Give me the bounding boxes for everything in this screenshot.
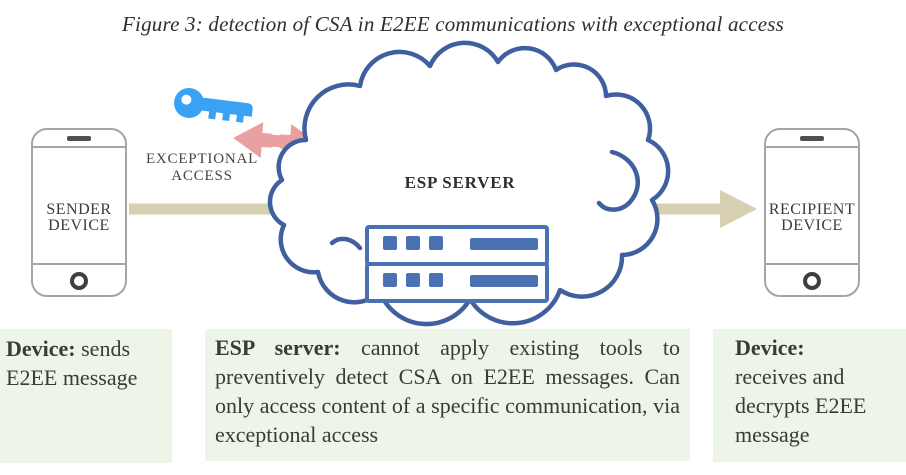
sender-caption-body: sends E2EE message [6,336,138,390]
server-rack-icon [365,225,549,303]
sender-caption: Device: sends E2EE message [0,329,172,463]
esp-caption: ESP server: cannot apply existing tools … [205,329,690,461]
phone-top-bezel [33,130,125,148]
key-icon [174,88,253,123]
home-button-icon [803,272,821,290]
recipient-device-phone-icon: RECIPIENT DEVICE [764,128,860,297]
recipient-caption-body: receives and decrypts E2EE message [735,364,867,447]
phone-top-bezel [766,130,858,148]
phone-bottom-bezel [766,263,858,295]
recipient-caption: Device: receives and decrypts E2EE messag… [713,329,906,462]
home-button-icon [70,272,88,290]
esp-server-label: ESP SERVER [404,173,516,192]
speaker-bar-icon [67,136,91,141]
esp-caption-lead: ESP server: [215,335,341,360]
speaker-bar-icon [800,136,824,141]
recipient-device-label: RECIPIENT DEVICE [768,201,856,234]
figure-title: Figure 3: detection of CSA in E2EE commu… [122,12,784,36]
sender-device-label: SENDER DEVICE [46,201,112,234]
exceptional-access-label: EXCEPTIONAL ACCESS [145,151,259,184]
phone-bottom-bezel [33,263,125,295]
sender-device-phone-icon: SENDER DEVICE [31,128,127,297]
sender-caption-lead: Device: [6,336,76,361]
recipient-caption-lead: Device: [735,335,805,360]
esp-caption-body: cannot apply existing tools to preventiv… [215,335,680,447]
